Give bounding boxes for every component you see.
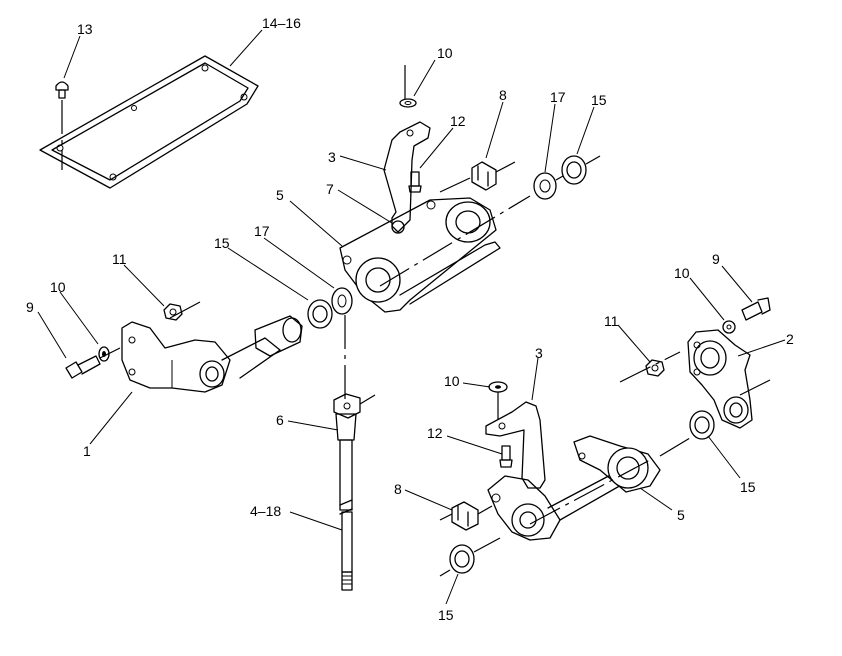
nut-right: [645, 359, 665, 377]
callout-7: 7: [326, 181, 334, 197]
callout-15-bottom: 15: [438, 607, 454, 623]
callout-6: 6: [276, 412, 284, 428]
washer-lower-15: [439, 537, 501, 577]
callout-9-right: 9: [712, 251, 720, 267]
screw-lower: [499, 445, 513, 468]
callout-8-top: 8: [499, 87, 507, 103]
callout-15-right: 15: [740, 479, 756, 495]
bolt-left: [65, 355, 101, 379]
screw: [55, 81, 69, 170]
leader-lines: [37, 29, 786, 605]
upper-bellcrank: [339, 195, 531, 313]
washer-right: [722, 320, 736, 334]
callout-10-top: 10: [437, 45, 453, 61]
lower-bellcrank: [487, 435, 691, 541]
callout-2: 2: [786, 331, 794, 347]
callout-17-left: 17: [254, 223, 270, 239]
callout-11-left: 11: [112, 251, 127, 267]
callout-3-top: 3: [328, 149, 336, 165]
bolt-right: [741, 297, 771, 321]
washers-left: [307, 287, 353, 329]
nut-left: [163, 303, 183, 321]
cover-plate: [39, 55, 259, 189]
callout-10-right: 10: [674, 265, 690, 281]
callout-10-lower: 10: [444, 373, 460, 389]
callout-labels: 13 14–16 10 8 17 15 3 12 7 5 17 15 11 10…: [26, 15, 794, 623]
callout-17-top: 17: [550, 89, 566, 105]
washers-upper: [533, 155, 601, 200]
callout-4-18: 4–18: [250, 503, 281, 519]
callout-14-16: 14–16: [262, 15, 301, 31]
callout-12-lower: 12: [427, 425, 443, 441]
callout-13: 13: [77, 21, 93, 37]
upper-bracket: [383, 65, 431, 234]
lower-right-bracket: [619, 329, 771, 429]
callout-12-top: 12: [450, 113, 466, 129]
left-bracket: [99, 301, 303, 393]
washer-left: [98, 346, 110, 362]
clip-upper: [439, 161, 516, 193]
callout-5-top: 5: [276, 187, 284, 203]
callout-11-right: 11: [604, 313, 619, 329]
lower-bracket: [485, 381, 546, 489]
screw-upper: [408, 171, 422, 193]
callout-15-left: 15: [214, 235, 230, 251]
callout-1: 1: [83, 443, 91, 459]
callout-8-lower: 8: [394, 481, 402, 497]
callout-5-lower: 5: [677, 507, 685, 523]
callout-15-top: 15: [591, 92, 607, 108]
callout-9-left: 9: [26, 299, 34, 315]
control-rod: [333, 315, 376, 591]
clip-lower: [439, 501, 493, 531]
callout-10-left: 10: [50, 279, 66, 295]
callout-3-lower: 3: [535, 345, 543, 361]
washer-right-15: [689, 410, 715, 440]
